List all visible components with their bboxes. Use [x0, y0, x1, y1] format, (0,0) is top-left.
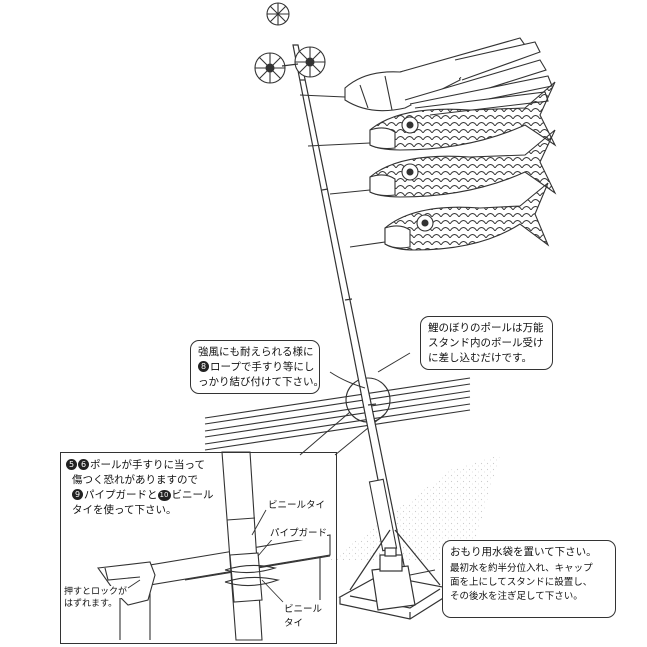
- pole-line-3: に差し込むだけです。: [428, 352, 532, 364]
- label-vinyl-tie-bottom-1: ビニール: [284, 604, 323, 616]
- carp-3: [349, 182, 550, 251]
- weight-line-3: その後水を注ぎ足して下さい。: [450, 591, 583, 602]
- finial-ball-icon: [266, 2, 290, 26]
- pinwheel-right-icon: [294, 46, 326, 78]
- label-lock-1: 押すとロックが: [64, 586, 128, 598]
- label-lock-2: はずれます。: [64, 598, 118, 610]
- ground-shading: [330, 455, 500, 560]
- pole-line-1: 鯉のぼりのポールは万能: [428, 322, 544, 334]
- badge-9: 9: [72, 489, 83, 500]
- carp-1: [307, 81, 557, 151]
- weight-line-2: 面を上にしてスタンドに設置し、: [450, 577, 593, 588]
- universal-stand: [338, 529, 450, 620]
- weight-title: おもり用水袋を置いて下さい。: [450, 546, 597, 558]
- callout-pole-insert: 鯉のぼりのポールは万能 スタンド内のポール受け に差し込むだけです。: [420, 316, 553, 370]
- pinwheel-left-icon: [254, 52, 286, 84]
- badge-10: 10: [157, 490, 171, 501]
- inset-detail-box: [60, 452, 337, 644]
- badge-6: 6: [78, 459, 89, 470]
- wind-line-3: っかり結び付けて下さい。: [198, 376, 324, 388]
- wind-line-1: 強風にも耐えられる様に: [198, 346, 314, 358]
- callout-weight-bag: おもり用水袋を置いて下さい。 最初水を約半分位入れ、キャップ 面を上にしてスタン…: [442, 540, 616, 618]
- carp-2: [329, 129, 557, 198]
- inset-line-4: タイを使って下さい。: [72, 504, 177, 516]
- inset-drawing: [97, 451, 331, 641]
- streamer-fukinagashi: [299, 37, 553, 116]
- label-vinyl-tie-top: ビニールタイ: [268, 500, 326, 512]
- badge-5: 5: [66, 459, 77, 470]
- label-vinyl-tie-bottom-2: タイ: [284, 618, 304, 630]
- balcony-railing: [204, 377, 471, 451]
- weight-line-1: 最初水を約半分位入れ、キャップ: [450, 563, 593, 574]
- label-pipe-guard: パイプガード: [270, 528, 328, 540]
- pole-line-2: スタンド内のポール受け: [428, 337, 544, 349]
- badge-8: 8: [198, 361, 209, 372]
- inset-line-2: 傷つく恐れがありますので: [72, 474, 198, 486]
